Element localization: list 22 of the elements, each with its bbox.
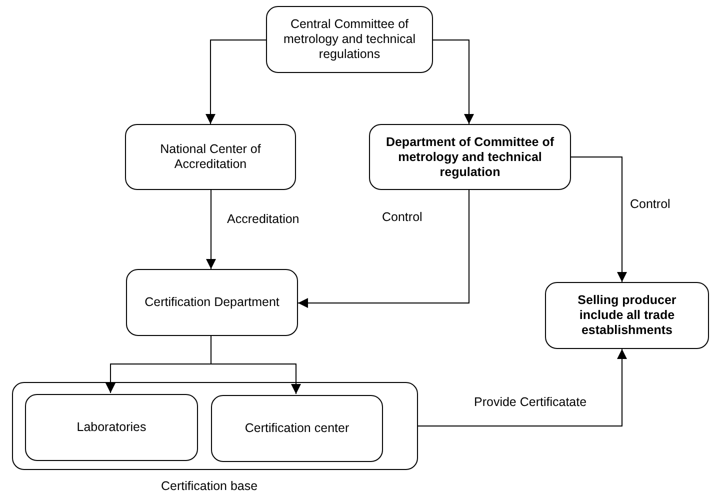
node-label: Selling producer include all trade establishments	[576, 293, 678, 338]
node-caption: Certification base	[161, 479, 258, 494]
process-box	[211, 395, 383, 462]
process-box	[369, 124, 571, 190]
process-box	[126, 269, 298, 336]
arrow	[570, 156, 627, 282]
process-box	[125, 124, 296, 190]
process-box	[266, 6, 433, 73]
node-label: Department of Committee of metrology and technical regulation	[384, 134, 556, 180]
arrow	[298, 190, 470, 308]
node-label: National Center of Accreditation	[159, 142, 262, 172]
process-box	[545, 282, 709, 349]
arrow	[206, 190, 216, 270]
node-label: Certification center	[244, 421, 350, 436]
arrow	[206, 40, 266, 124]
arrow	[418, 348, 627, 426]
arrow	[432, 40, 474, 124]
node-label: Central Committee of metrology and technical regulations	[282, 17, 417, 62]
node-label: Laboratories	[76, 420, 146, 435]
node-label: Certification Department	[144, 295, 280, 310]
process-box	[25, 394, 198, 461]
arrow	[210, 336, 301, 394]
